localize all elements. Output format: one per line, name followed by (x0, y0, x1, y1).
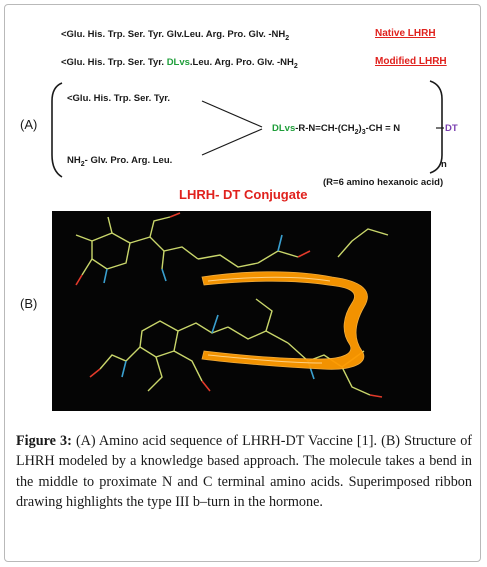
conjugate-title: LHRH- DT Conjugate (179, 187, 308, 202)
upper-chain: <Glu. His. Trp. Ser. Tyr. (67, 93, 171, 104)
lhrh-molecular-structure-image (52, 211, 431, 411)
linker-dlys: DLvs (272, 123, 296, 134)
lower-chain: NH2- Glv. Pro. Arg. Leu. (67, 155, 173, 168)
figure-caption: Figure 3: (A) Amino acid sequence of LHR… (16, 431, 472, 513)
right-bracket (429, 80, 443, 174)
left-bracket (51, 82, 63, 178)
upper-link-line (201, 100, 263, 128)
caption-label: Figure 3: (16, 433, 72, 449)
dt-label: DT (445, 123, 458, 134)
molecular-model-render (75, 212, 389, 398)
modified-sequence: <Glu. His. Trp. Ser. Tyr. DLvs.Leu. Arg.… (61, 57, 298, 70)
linker-formula: DLvs-R-N=CH-(CH2)3-CH = N (272, 123, 401, 136)
conjugate-bracket-diagram (51, 80, 444, 178)
lower-link-line (201, 128, 263, 156)
panel-a-label: (A) (20, 117, 38, 132)
dlys-residue: DLvs (166, 57, 190, 68)
modified-lhrh-label: Modified LHRH (375, 56, 447, 67)
r-definition-note: (R=6 amino hexanoic acid) (323, 177, 444, 188)
native-sequence: <Glu. His. Trp. Ser. Tyr. Glv.Leu. Arg. … (61, 29, 290, 42)
panel-b-label: (B) (20, 296, 38, 311)
native-lhrh-label: Native LHRH (375, 28, 436, 39)
ribbon (201, 271, 368, 370)
repeat-n-label: n (441, 159, 447, 170)
caption-text: (A) Amino acid sequence of LHRH-DT Vacci… (16, 433, 473, 511)
